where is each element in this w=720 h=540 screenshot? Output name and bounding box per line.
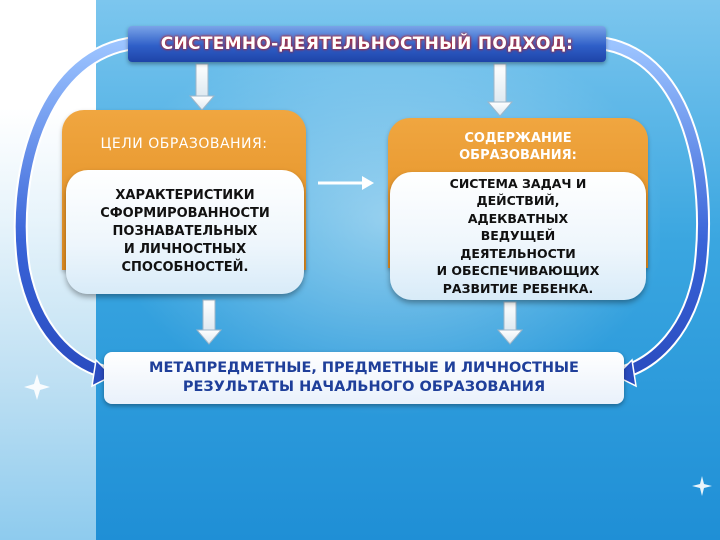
down-arrow-right-to-result bbox=[496, 301, 524, 345]
left-card-line: ХАРАКТЕРИСТИКИ bbox=[115, 188, 255, 203]
left-block-header: ЦЕЛИ ОБРАЗОВАНИЯ: bbox=[100, 136, 268, 152]
down-arrow-title-left bbox=[188, 63, 216, 111]
left-card-line: ПОЗНАВАТЕЛЬНЫХ bbox=[112, 224, 258, 239]
left-card-line: СФОРМИРОВАННОСТИ bbox=[100, 206, 270, 221]
right-arrow-between-blocks bbox=[318, 176, 374, 190]
left-card-line: СПОСОБНОСТЕЙ. bbox=[121, 260, 249, 275]
right-block-header: СОДЕРЖАНИЕ ОБРАЗОВАНИЯ: bbox=[388, 130, 648, 164]
sparkle-decoration bbox=[24, 374, 712, 496]
left-card-line: И ЛИЧНОСТНЫХ bbox=[123, 242, 247, 257]
right-card-line: СИСТЕМА ЗАДАЧ И bbox=[449, 175, 587, 191]
result-line: РЕЗУЛЬТАТЫ НАЧАЛЬНОГО ОБРАЗОВАНИЯ bbox=[182, 379, 546, 395]
right-card-line: АДЕКВАТНЫХ bbox=[467, 210, 569, 226]
right-header-line: ОБРАЗОВАНИЯ: bbox=[459, 148, 577, 163]
left-block-card: ХАРАКТЕРИСТИКИ СФОРМИРОВАННОСТИ ПОЗНАВАТ… bbox=[66, 170, 304, 294]
right-block-card: СИСТЕМА ЗАДАЧ И ДЕЙСТВИЙ, АДЕКВАТНЫХ ВЕД… bbox=[390, 172, 646, 300]
right-header-line: СОДЕРЖАНИЕ bbox=[464, 131, 572, 146]
down-arrow-left-to-result bbox=[195, 299, 223, 345]
down-arrow-title-right bbox=[486, 63, 514, 117]
result-box: МЕТАПРЕДМЕТНЫЕ, ПРЕДМЕТНЫЕ И ЛИЧНОСТНЫЕ … bbox=[104, 352, 624, 404]
title-bar: СИСТЕМНО-ДЕЯТЕЛЬНОСТНЫЙ ПОДХОД: bbox=[128, 26, 606, 62]
right-card-line: И ОБЕСПЕЧИВАЮЩИХ bbox=[436, 263, 600, 279]
title-text: СИСТЕМНО-ДЕЯТЕЛЬНОСТНЫЙ ПОДХОД: bbox=[160, 34, 574, 54]
right-card-line: ДЕЯТЕЛЬНОСТИ bbox=[460, 245, 576, 261]
right-card-line: ДЕЙСТВИЙ, bbox=[476, 193, 560, 209]
right-card-line: ВЕДУЩЕЙ bbox=[480, 228, 556, 244]
right-card-line: РАЗВИТИЕ РЕБЕНКА. bbox=[442, 280, 594, 296]
result-line: МЕТАПРЕДМЕТНЫЕ, ПРЕДМЕТНЫЕ И ЛИЧНОСТНЫЕ bbox=[149, 360, 579, 376]
